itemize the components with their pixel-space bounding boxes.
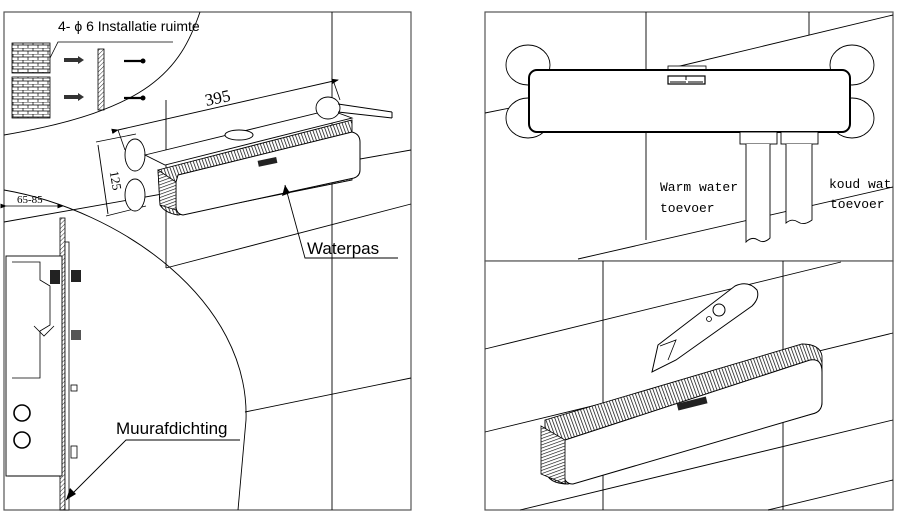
left-panel: 4- ϕ 6 Installatie ruimte 395 125	[0, 11, 412, 511]
mixer-front-view	[505, 44, 875, 139]
right-top-frame	[484, 11, 894, 262]
level-label: Waterpas	[307, 239, 379, 258]
dimension-height-label: 125	[107, 170, 125, 192]
wall-plug-icon	[64, 56, 84, 101]
bracket-plate-icon	[97, 48, 105, 111]
cold-water-label-line1: koud wat	[829, 177, 891, 192]
right-bottom-panel	[484, 260, 894, 511]
thermostat-mixer-mounted	[540, 343, 823, 485]
supply-pipes	[739, 131, 819, 244]
wall-seal-label: Muurafdichting	[116, 419, 228, 438]
section-curve	[3, 189, 247, 511]
in-wall-box-section	[5, 217, 81, 511]
dimension-width-label: 395	[203, 86, 232, 110]
warm-water-label-line2: toevoer	[660, 201, 715, 216]
cold-water-label-line2: toevoer	[830, 197, 885, 212]
utility-knife-icon	[651, 283, 759, 373]
warm-water-label-line1: Warm water	[660, 180, 738, 195]
thermostat-mixer-drawing	[124, 96, 393, 216]
install-space-label: 4- ϕ 6 Installatie ruimte	[58, 18, 200, 34]
dimension-depth-label: 65-85	[17, 194, 43, 206]
brick-wall-icon	[11, 42, 51, 74]
right-top-panel: Warm water toevoer koud wat toevoer	[484, 11, 894, 262]
